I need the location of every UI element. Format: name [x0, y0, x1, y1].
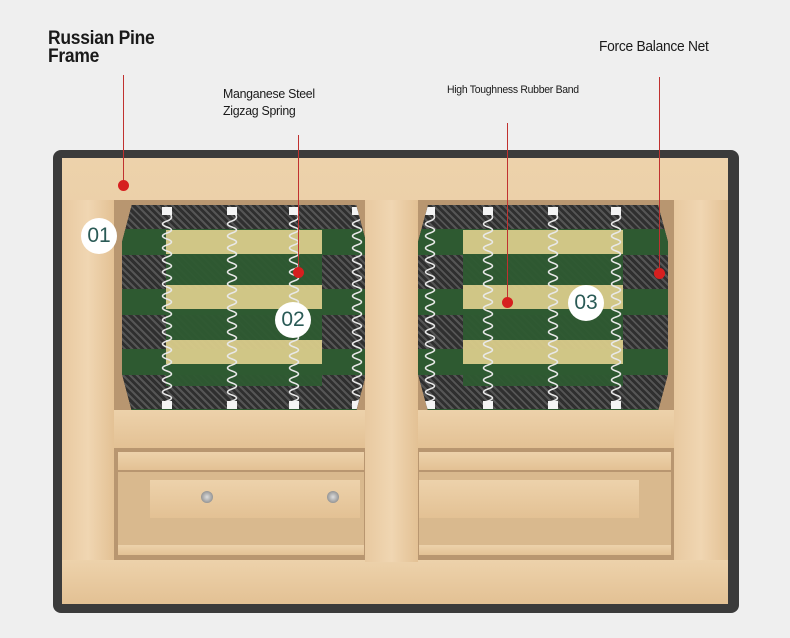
spring-clip: [483, 401, 493, 409]
spring-clip: [352, 401, 362, 409]
zigzag-spring: [226, 210, 238, 408]
frame-left-post: [62, 200, 114, 562]
lower-rail-right: [419, 452, 671, 470]
marker-dot-spring: [293, 267, 304, 278]
frame-bottom-rail: [62, 560, 728, 604]
leader-line-spring: [298, 135, 299, 272]
spring-clip: [611, 207, 621, 215]
zigzag-spring: [482, 210, 494, 408]
center-beam: [365, 200, 418, 562]
marker-02: 02: [275, 302, 311, 338]
base-rail-right: [419, 545, 671, 555]
zigzag-spring: [547, 210, 559, 408]
screw-icon: [327, 491, 339, 503]
label-force-balance-net: Force Balance Net: [599, 38, 709, 55]
marker-dot-net: [654, 268, 665, 279]
marker-01: 01: [81, 218, 117, 254]
leader-line-net: [659, 77, 660, 273]
zigzag-spring: [161, 210, 173, 408]
zigzag-spring: [610, 210, 622, 408]
spring-clip: [611, 401, 621, 409]
spring-clip: [548, 207, 558, 215]
lower-rail-left: [118, 452, 364, 470]
rail-left: [114, 410, 365, 448]
spring-clip: [425, 207, 435, 215]
spring-clip: [162, 401, 172, 409]
spring-clip: [483, 207, 493, 215]
label-line: Manganese Steel: [223, 86, 315, 101]
label-russian-pine-frame: Russian Pine Frame: [48, 28, 155, 67]
spring-clip: [548, 401, 558, 409]
leader-line-frame: [123, 75, 124, 185]
spring-clip: [162, 207, 172, 215]
spring-clip: [227, 401, 237, 409]
spring-net-left: [122, 205, 366, 411]
frame-right-post: [674, 200, 728, 562]
rail-right: [418, 410, 674, 448]
marker-dot-rubber-band: [502, 297, 513, 308]
zigzag-spring: [351, 210, 363, 408]
spring-clip: [289, 207, 299, 215]
spring-clip: [352, 207, 362, 215]
slat-left: [150, 480, 360, 518]
zigzag-spring: [424, 210, 436, 408]
label-line: Russian Pine: [48, 28, 155, 49]
base-rail-left: [118, 545, 364, 555]
marker-03: 03: [568, 285, 604, 321]
marker-dot-frame: [118, 180, 129, 191]
screw-icon: [201, 491, 213, 503]
spring-clip: [227, 207, 237, 215]
leader-line-rubber-band: [507, 123, 508, 302]
label-line: Zigzag Spring: [223, 103, 296, 118]
spring-net-right: [418, 205, 668, 411]
slat-right: [419, 480, 639, 518]
label-rubber-band: High Toughness Rubber Band: [447, 84, 579, 96]
spring-clip: [289, 401, 299, 409]
label-zigzag-spring: Manganese Steel Zigzag Spring: [223, 85, 315, 119]
spring-clip: [425, 401, 435, 409]
label-line: Frame: [48, 46, 100, 67]
